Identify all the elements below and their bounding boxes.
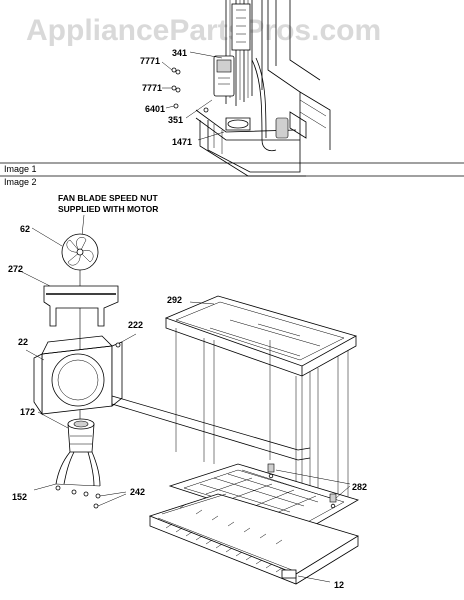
callout-1471: 1471 (172, 137, 192, 147)
watermark-text: AppliancePartsPros.com (26, 14, 381, 47)
callout-6401: 6401 (145, 104, 165, 114)
leader-22 (25, 349, 45, 361)
leader-222 (117, 333, 137, 345)
leader-152 (33, 483, 57, 491)
callout-152: 152 (12, 492, 27, 502)
callout-172: 172 (20, 407, 35, 417)
note-leader (81, 214, 85, 237)
fan-motor (67, 418, 95, 453)
note-line-2: SUPPLIED WITH MOTOR (58, 204, 158, 214)
base-pan (148, 463, 360, 585)
fan-bracket (33, 335, 123, 416)
callout-292: 292 (167, 295, 182, 305)
callout-62: 62 (20, 224, 30, 234)
screw-222 (115, 342, 121, 348)
air-duct-end (297, 447, 311, 461)
callout-282: 282 (352, 482, 367, 492)
screw-group-242 (55, 485, 101, 509)
leader-172 (37, 411, 69, 429)
callout-242: 242 (130, 487, 145, 497)
screw-group-282 (267, 463, 337, 509)
callout-12: 12 (334, 580, 344, 590)
leader-12 (297, 575, 331, 583)
section-label-image2: Image 2 (4, 177, 37, 187)
callout-22: 22 (18, 337, 28, 347)
duct-assembly (164, 295, 358, 520)
callout-222: 222 (128, 320, 143, 330)
callout-341: 341 (172, 48, 187, 58)
motor-bracket (55, 451, 101, 487)
leader-272 (17, 269, 51, 287)
image1-drawing (161, 0, 331, 177)
callout-7771-lower: 7771 (142, 83, 162, 93)
leader-62 (31, 227, 63, 247)
note-line-1: FAN BLADE SPEED NUT (58, 193, 158, 203)
leader-242 (97, 491, 127, 507)
callout-272: 272 (8, 264, 23, 274)
fan-shroud (43, 285, 119, 327)
screw-group-image1 (171, 67, 209, 113)
section-label-image1: Image 1 (4, 164, 37, 174)
air-duct-tube (111, 395, 299, 461)
leader-292 (189, 301, 215, 305)
callout-351: 351 (168, 115, 183, 125)
fan-blade (61, 233, 99, 271)
leader-282 (275, 469, 351, 499)
callout-7771-upper: 7771 (140, 56, 160, 66)
